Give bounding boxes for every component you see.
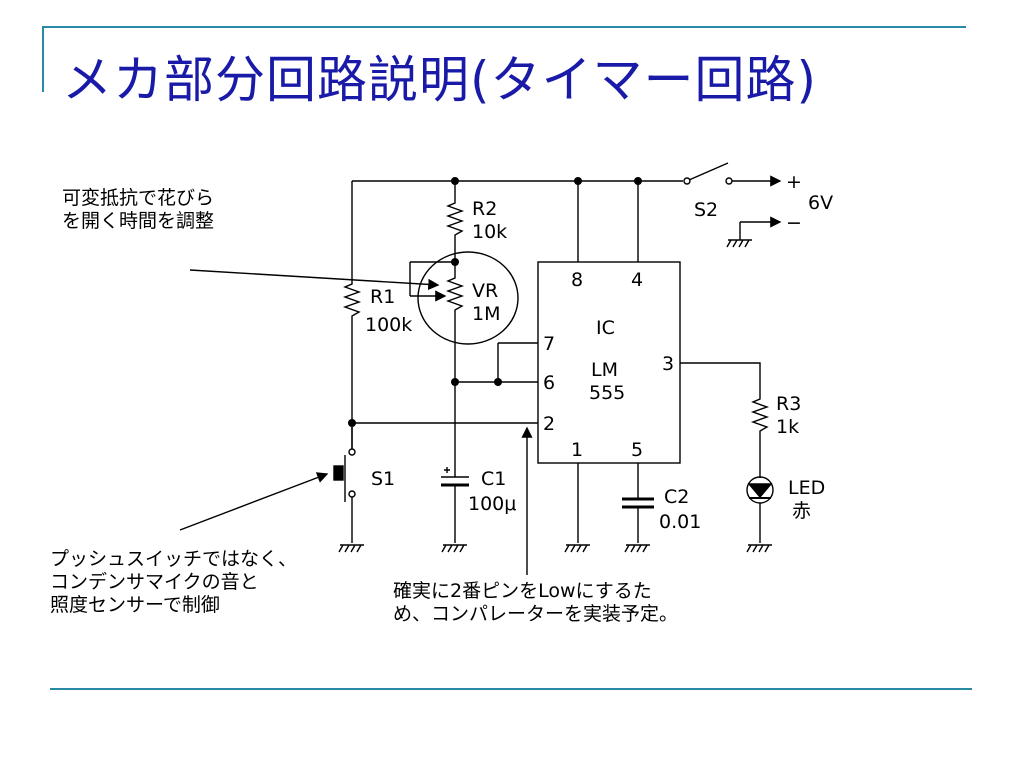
vr-name: VR bbox=[472, 280, 498, 302]
ground-s1 bbox=[338, 544, 364, 553]
s1-contact-bottom bbox=[348, 490, 356, 498]
s2-contact-left bbox=[683, 177, 691, 185]
ground-c1 bbox=[441, 544, 467, 553]
c1-value: 100μ bbox=[468, 493, 516, 515]
r2-value: 10k bbox=[472, 221, 507, 243]
c2-value: 0.01 bbox=[659, 511, 701, 533]
led-triangle bbox=[747, 483, 773, 499]
ground-c2 bbox=[624, 544, 650, 553]
switch-note: プッシュスイッチではなく、 コンデンサマイクの音と 照度センサーで制御 bbox=[50, 548, 297, 617]
ic-part-line-1: LM bbox=[591, 359, 618, 381]
vr-note-arrow bbox=[189, 269, 440, 290]
led-name: LED bbox=[788, 477, 825, 499]
ic-pin-2: 2 bbox=[543, 413, 555, 435]
vr-resistor bbox=[445, 262, 465, 382]
ic-pin-4: 4 bbox=[631, 269, 643, 291]
junction-dot bbox=[451, 378, 459, 386]
voltage-label: 6V bbox=[808, 192, 833, 214]
s1-label: S1 bbox=[371, 468, 395, 490]
switch-note-line-1: プッシュスイッチではなく、 bbox=[50, 548, 298, 570]
junction-dot bbox=[494, 378, 502, 386]
vr-highlight-circle bbox=[417, 251, 519, 345]
ground-led bbox=[746, 544, 772, 553]
pin2-note-line-1: 確実に2番ピンをLowにするた bbox=[393, 580, 652, 602]
vr-note-line-1: 可変抵抗で花びら bbox=[62, 187, 215, 209]
s2-contact-right bbox=[725, 177, 733, 185]
led-color: 赤 bbox=[792, 500, 811, 522]
pin2-note: 確実に2番ピンをLowにするた め、コンパレーターを実装予定。 bbox=[393, 580, 678, 626]
r3-resistor bbox=[750, 395, 770, 478]
junction-dot bbox=[451, 177, 459, 185]
pin2-note-line-2: め、コンパレーターを実装予定。 bbox=[393, 603, 679, 625]
switch-note-arrow bbox=[179, 472, 329, 531]
vr-note: 可変抵抗で花びら を開く時間を調整 bbox=[62, 187, 214, 233]
junction-dot bbox=[451, 258, 459, 266]
c2-name: C2 bbox=[664, 486, 689, 508]
junction-dot bbox=[574, 177, 582, 185]
ic-pin-1: 1 bbox=[571, 439, 583, 461]
c1-plus-mark bbox=[444, 467, 450, 473]
s2-label: S2 bbox=[694, 199, 718, 221]
r3-value: 1k bbox=[776, 416, 799, 438]
c1-name: C1 bbox=[481, 468, 506, 490]
r2-resistor bbox=[445, 198, 465, 262]
ic-pin-5: 5 bbox=[631, 439, 643, 461]
ic-pin-8: 8 bbox=[571, 269, 583, 291]
ic-pin-3: 3 bbox=[662, 353, 674, 375]
ic-part-line-2: 555 bbox=[589, 382, 625, 404]
frame-bottom-line bbox=[50, 688, 972, 690]
ground-s2 bbox=[726, 239, 752, 248]
ground-pin1 bbox=[564, 544, 590, 553]
r3-name: R3 bbox=[776, 393, 801, 415]
s1-button bbox=[333, 465, 344, 481]
frame-left-line bbox=[42, 26, 44, 92]
switch-note-line-2: コンデンサマイクの音と bbox=[50, 571, 259, 593]
r1-resistor bbox=[342, 278, 362, 452]
r1-name: R1 bbox=[370, 286, 395, 308]
vr-value: 1M bbox=[472, 303, 500, 325]
plus-label: + bbox=[786, 171, 802, 193]
pin7-wire bbox=[497, 342, 538, 382]
junction-dot bbox=[634, 177, 642, 185]
s1-contact-top bbox=[348, 448, 356, 456]
r1-value: 100k bbox=[365, 314, 412, 336]
ic-label: IC bbox=[596, 317, 615, 339]
r2-name: R2 bbox=[472, 198, 497, 220]
pin3-wire bbox=[680, 362, 761, 395]
s2-lever bbox=[688, 162, 729, 181]
vr-note-line-2: を開く時間を調整 bbox=[62, 210, 215, 232]
frame-top-line bbox=[42, 26, 966, 28]
minus-label: − bbox=[786, 212, 802, 234]
slide-title: メカ部分回路説明(タイマー回路) bbox=[62, 51, 818, 109]
ic-pin-7: 7 bbox=[543, 333, 555, 355]
ic-pin-6: 6 bbox=[543, 372, 555, 394]
junction-dot bbox=[348, 419, 356, 427]
switch-note-line-3: 照度センサーで制御 bbox=[50, 594, 220, 616]
